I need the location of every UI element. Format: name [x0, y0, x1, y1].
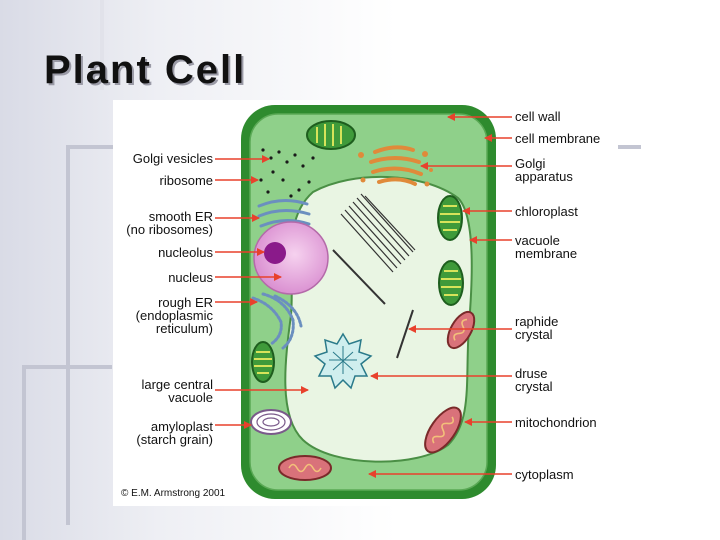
- nucleolus: [264, 242, 286, 264]
- decor-bar: [22, 365, 112, 369]
- slide-title: Plant Cell: [44, 48, 247, 92]
- label-cell-membrane: cell membrane: [515, 131, 601, 146]
- ribosomes: [259, 148, 315, 198]
- druse-crystal: [313, 332, 373, 390]
- mitochondrion: [424, 406, 462, 454]
- label-amyloplast: amyloplast (starch grain): [136, 419, 213, 447]
- chloroplast: [306, 120, 356, 150]
- decor-bar: [22, 365, 26, 540]
- label-raphide-crystal: raphide crystal: [515, 314, 559, 342]
- label-cytoplasm: cytoplasm: [515, 467, 574, 482]
- label-golgi-apparatus: Golgi apparatus: [515, 156, 573, 184]
- label-vacuole-membrane: vacuole membrane: [515, 233, 578, 261]
- label-cell-wall: cell wall: [515, 109, 561, 124]
- mitochondrion: [278, 455, 332, 481]
- label-mitochondrion: mitochondrion: [515, 415, 597, 430]
- label-golgi-vesicles: Golgi vesicles: [132, 151, 213, 166]
- decor-bar: [100, 0, 104, 90]
- amyloplast: [250, 409, 292, 435]
- label-ribosome: ribosome: [159, 173, 213, 188]
- label-nucleolus: nucleolus: [158, 245, 213, 260]
- nucleus: [253, 221, 329, 295]
- pointer-arrows-right: [368, 113, 512, 478]
- label-druse-crystal: druse crystal: [515, 366, 553, 394]
- plant-cell-diagram: [215, 105, 512, 499]
- mitochondrion: [446, 310, 476, 350]
- pointer-arrows-left: [215, 155, 309, 429]
- label-rough-er: rough ER (endoplasmic reticulum): [135, 295, 213, 336]
- copyright-notice: © E.M. Armstrong 2001: [121, 488, 226, 499]
- label-central-vacuole: large central vacuole: [141, 377, 213, 405]
- chloroplast: [438, 260, 464, 306]
- chloroplast: [437, 195, 463, 241]
- label-chloroplast: chloroplast: [515, 204, 578, 219]
- golgi-vesicles: [358, 151, 433, 187]
- label-nucleus: nucleus: [168, 270, 213, 285]
- plant-cell-figure: Golgi vesicles ribosome smooth ER (no ri…: [113, 100, 618, 506]
- raphide-crystals: [332, 193, 416, 359]
- golgi-apparatus: [369, 145, 423, 186]
- label-smooth-er: smooth ER (no ribosomes): [126, 209, 213, 237]
- rough-er: [251, 292, 303, 350]
- chloroplast: [251, 341, 275, 383]
- decor-bar: [66, 145, 70, 525]
